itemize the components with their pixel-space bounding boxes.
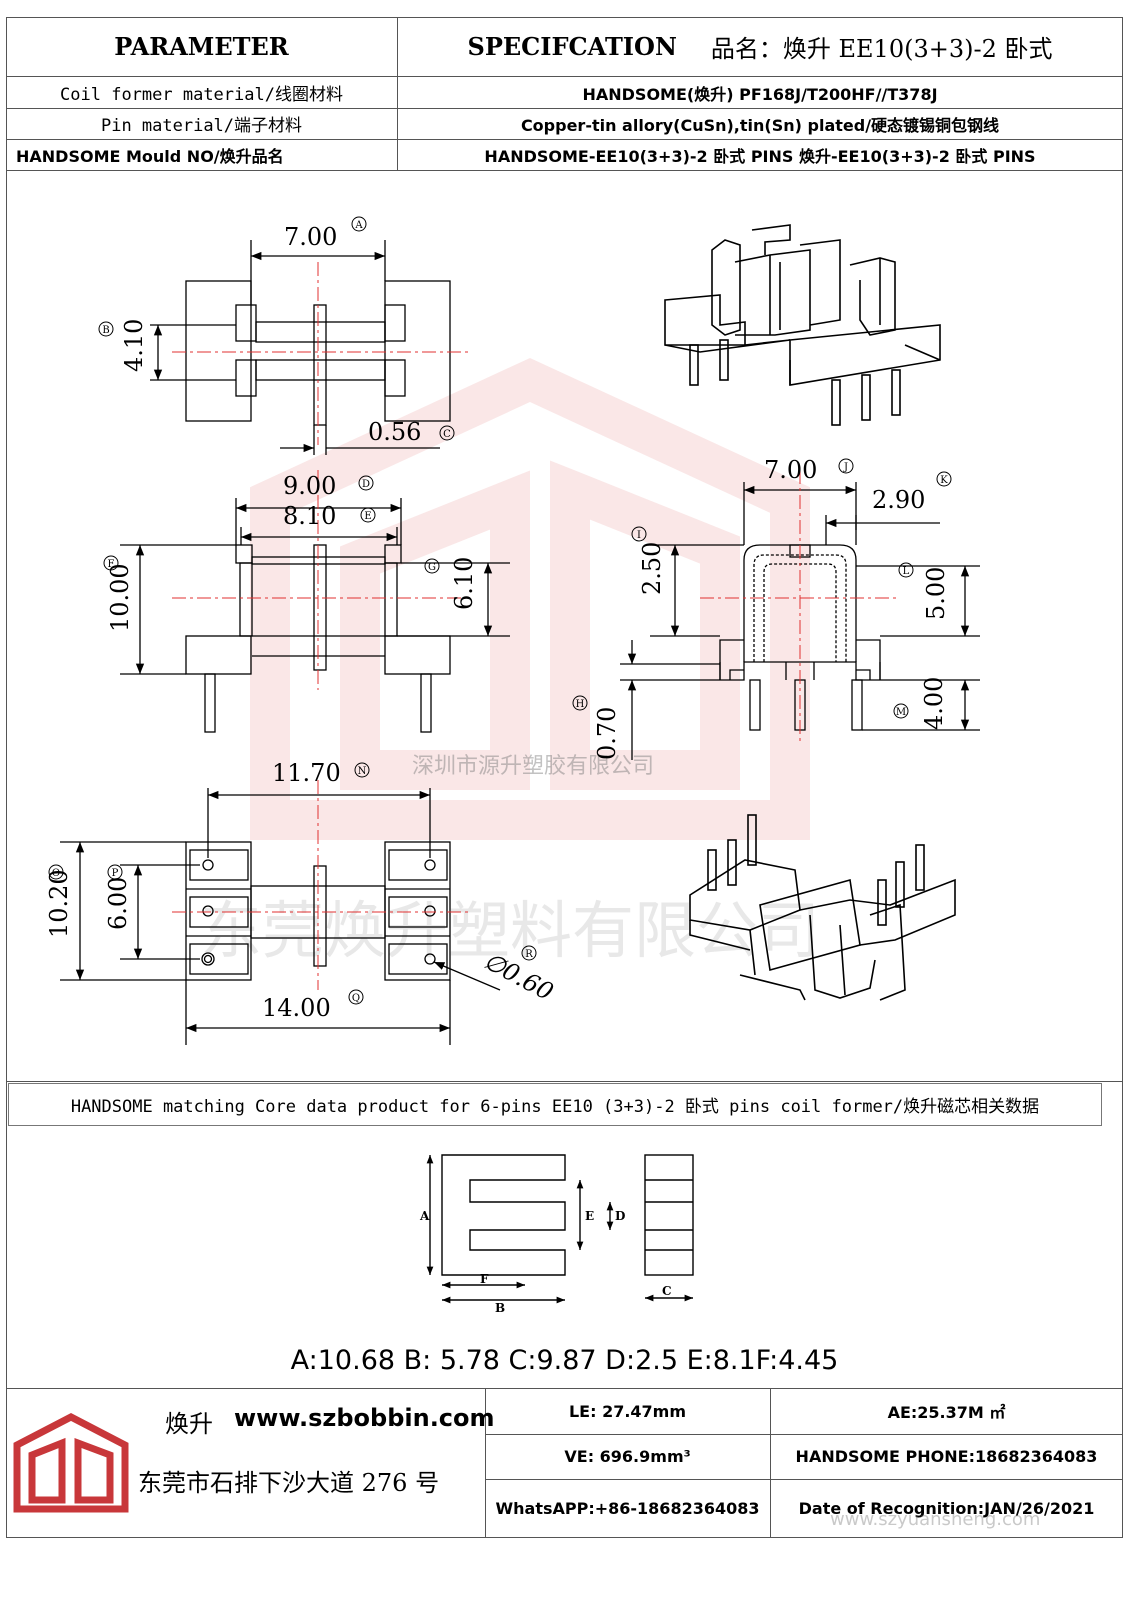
dim-G: 6.10 (450, 557, 478, 610)
svg-text:E: E (364, 511, 371, 522)
svg-text:D: D (362, 479, 370, 490)
core-label-F: F (480, 1272, 489, 1286)
watermark-bottom: www.szyuansheng.com (830, 1509, 1041, 1530)
dim-R: ∅0.60 (479, 947, 558, 1007)
top-view (150, 240, 451, 455)
dim-J: 7.00 (764, 456, 817, 484)
dim-F: 10.00 (106, 563, 134, 632)
front-view (120, 498, 510, 733)
website-link[interactable]: www.szbobbin.com (234, 1404, 495, 1432)
svg-text:B: B (102, 325, 109, 336)
specification-heading-group: SPECIFCATION 品名：焕升 EE10(3+3)-2 卧式 (397, 17, 1123, 76)
dim-N: 11.70 (272, 759, 341, 787)
mould-no-label: HANDSOME Mould NO/焕升品名 (16, 146, 284, 166)
divider (6, 1388, 1123, 1389)
iso-view-bottom (689, 814, 956, 1001)
dim-B: 4.10 (120, 319, 148, 372)
centerlines (172, 262, 900, 990)
core-label-D: D (615, 1209, 625, 1223)
dim-L: 5.00 (922, 567, 950, 620)
technical-drawing: 7.00 4.10 0.56 9.00 8.10 10.00 6.10 0.70… (45, 216, 980, 1045)
svg-text:H: H (576, 699, 585, 710)
core-label-C: C (662, 1284, 672, 1298)
mould-no-value: HANDSOME-EE10(3+3)-2 卧式 PINS 焕升-EE10(3+3… (484, 146, 1036, 166)
company-logo (12, 1405, 130, 1515)
dim-M: 4.00 (920, 677, 948, 730)
core-label-E: E (585, 1209, 594, 1223)
bottom-view (60, 788, 501, 1045)
svg-text:C: C (443, 429, 451, 440)
dim-K: 2.90 (872, 486, 925, 514)
ve-value: VE: 696.9mm³ (564, 1447, 691, 1466)
specification-heading: SPECIFCATION (467, 32, 677, 61)
coil-material-value: HANDSOME(焕升) PF168J/T200HF//T378J (582, 84, 938, 104)
core-section-title: HANDSOME matching Core data product for … (70, 1097, 1040, 1117)
watermark-small: 深圳市源升塑胶有限公司 (412, 754, 655, 779)
dimension-markers: A B C D E F G H I J K L M N O P Q R (48, 216, 952, 1005)
svg-text:I: I (637, 530, 641, 541)
divider (485, 1479, 1123, 1480)
ae-value: AE:25.37M ㎡ (887, 1403, 1006, 1422)
whatsapp-value: WhatsAPP:+86-18682364083 (495, 1499, 760, 1518)
coil-material-label: Coil former material/线圈材料 (60, 85, 343, 105)
watermark-large: 东莞焕升塑料有限公司 (200, 894, 821, 967)
dim-C: 0.56 (368, 418, 421, 446)
dim-E: 8.10 (283, 502, 336, 530)
parameter-heading: PARAMETER (114, 32, 289, 61)
dim-D: 9.00 (283, 472, 336, 500)
svg-text:N: N (358, 766, 367, 777)
dim-I: 2.50 (638, 542, 666, 595)
recognition-date: Date of Recognition:JAN/26/2021 (798, 1499, 1095, 1518)
dim-Q: 14.00 (262, 994, 331, 1022)
svg-text:R: R (525, 949, 533, 960)
svg-text:F: F (108, 559, 115, 570)
core-label-A: A (419, 1209, 430, 1223)
dim-H: 0.70 (593, 707, 621, 760)
le-value: LE: 27.47mm (568, 1401, 687, 1421)
divider (6, 108, 1123, 109)
divider (6, 1081, 1123, 1082)
core-drawing: A F B E D C (419, 1154, 694, 1315)
core-title-box (8, 1083, 1102, 1126)
divider (770, 1388, 771, 1538)
document-frame (6, 17, 1123, 1538)
product-name: 品名：焕升 EE10(3+3)-2 卧式 (710, 35, 1053, 63)
dim-O: 10.20 (45, 869, 73, 938)
core-label-B: B (495, 1301, 505, 1315)
svg-text:P: P (112, 868, 119, 879)
divider (6, 170, 1123, 171)
divider (6, 139, 1123, 140)
company-address: 东莞市石排下沙大道 276 号 (138, 1469, 440, 1497)
phone-value: HANDSOME PHONE:18682364083 (795, 1447, 1098, 1466)
watermark-logo (250, 300, 810, 860)
svg-text:G: G (428, 562, 436, 573)
svg-text:A: A (354, 220, 363, 231)
divider (6, 76, 1123, 77)
svg-text:J: J (843, 462, 848, 473)
dim-P: 6.00 (104, 877, 132, 930)
svg-text:K: K (940, 475, 948, 486)
svg-text:M: M (896, 707, 906, 718)
divider (397, 17, 398, 170)
iso-view-top (664, 224, 941, 426)
dimension-labels: 7.00 4.10 0.56 9.00 8.10 10.00 6.10 0.70… (45, 223, 950, 1022)
svg-text:O: O (52, 868, 60, 879)
dim-A: 7.00 (284, 223, 337, 251)
svg-text:Q: Q (352, 993, 360, 1004)
pin-material-value: Copper-tin allory(CuSn),tin(Sn) plated/硬… (520, 115, 1000, 135)
core-values: A:10.68 B: 5.78 C:9.87 D:2.5 E:8.1F:4.45 (290, 1344, 839, 1376)
svg-text:L: L (903, 566, 910, 577)
pin-material-label: Pin material/端子材料 (100, 116, 303, 136)
divider (485, 1434, 1123, 1435)
divider (485, 1388, 486, 1538)
brand-name: 焕升 (165, 1410, 213, 1438)
